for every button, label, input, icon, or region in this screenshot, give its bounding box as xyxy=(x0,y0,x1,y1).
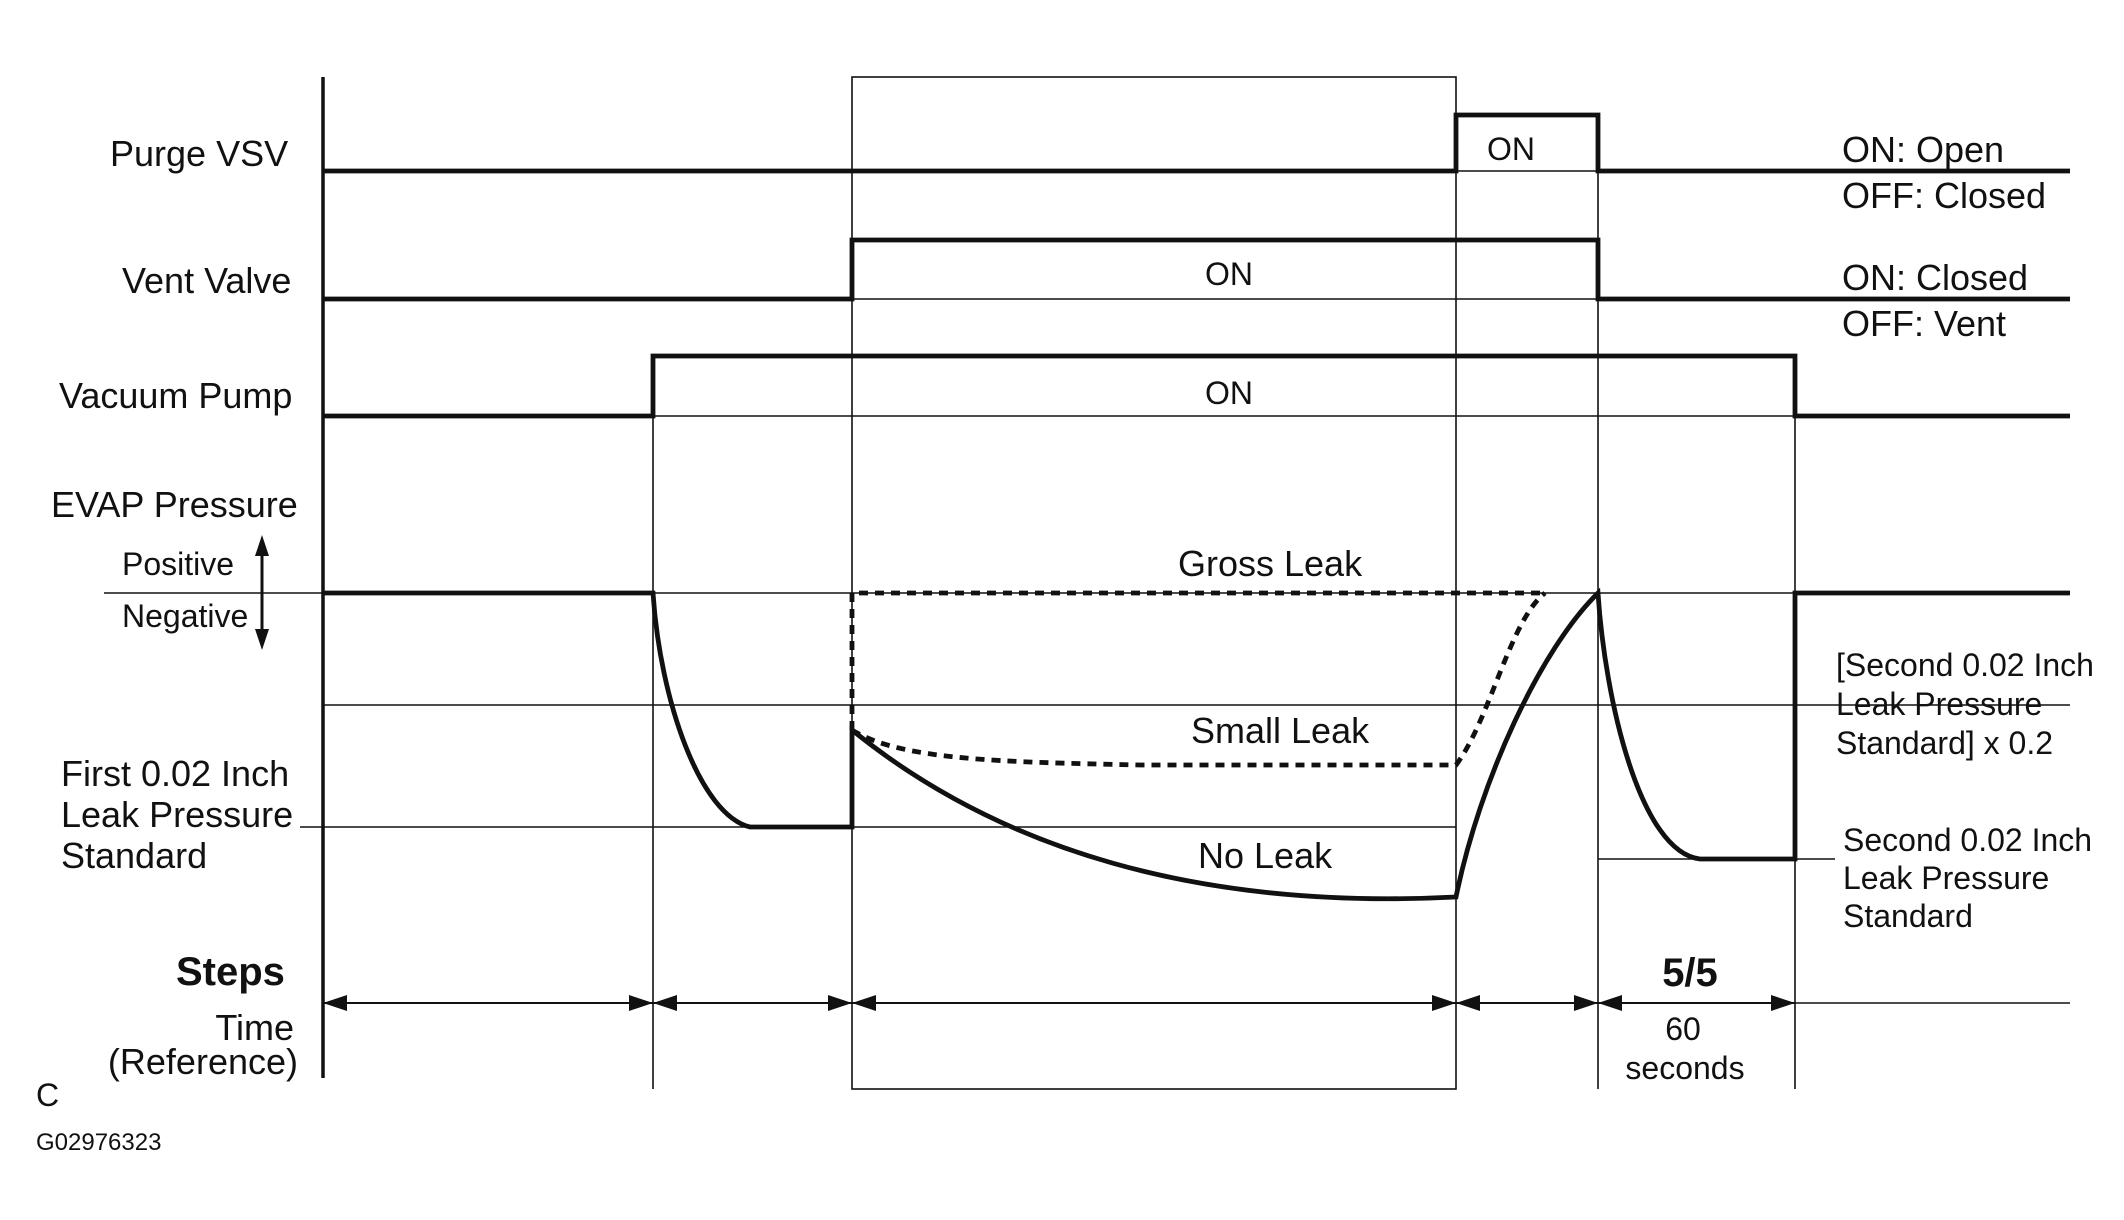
steps-label: Steps xyxy=(176,950,285,994)
purge-vsv-label: Purge VSV xyxy=(110,133,288,174)
vacuum-pump-trace xyxy=(323,353,2070,419)
vent-valve-label: Vent Valve xyxy=(122,260,291,301)
positive-label: Positive xyxy=(122,546,234,582)
step-3-box xyxy=(851,76,1457,1090)
no-leak-label: No Leak xyxy=(1198,835,1333,876)
second-standard-line2: Leak Pressure xyxy=(1843,860,2049,896)
gross-leak-label: Gross Leak xyxy=(1178,543,1363,584)
pressure-no-leak-curve xyxy=(323,587,2070,902)
first-standard-label-line3: Standard xyxy=(61,835,207,876)
step-4-arrow xyxy=(1456,995,1598,1011)
first-standard-label-line1: First 0.02 Inch xyxy=(61,753,289,794)
first-standard-label-line2: Leak Pressure xyxy=(61,794,293,835)
vent-on-label: ON xyxy=(1205,256,1253,292)
negative-label: Negative xyxy=(122,598,248,634)
step-2-arrow xyxy=(653,995,852,1011)
vent-legend-off: OFF: Vent xyxy=(1842,303,2006,344)
figure-corner-letter: C xyxy=(36,1077,59,1113)
time-axis xyxy=(323,995,2070,1011)
purge-legend-off: OFF: Closed xyxy=(1842,175,2046,216)
pump-on-label: ON xyxy=(1205,375,1253,411)
figure-code: G02976323 xyxy=(36,1129,161,1156)
step-3-arrow xyxy=(852,995,1456,1011)
step-5-arrow xyxy=(1598,995,1795,1011)
duration-value: 60 xyxy=(1665,1011,1701,1047)
second-standard-x02-line1: [Second 0.02 Inch xyxy=(1836,647,2094,683)
duration-unit: seconds xyxy=(1625,1050,1744,1086)
second-standard-line3: Standard xyxy=(1843,898,1973,934)
evap-pressure-label: EVAP Pressure xyxy=(51,484,298,525)
time-label-line1: Time xyxy=(215,1007,294,1048)
second-standard-x02-line2: Leak Pressure xyxy=(1836,686,2042,722)
second-standard-line1: Second 0.02 Inch xyxy=(1843,822,2092,858)
time-label-line2: (Reference) xyxy=(108,1041,298,1082)
pos-neg-arrow xyxy=(255,535,269,650)
grid-lines xyxy=(104,76,2070,1090)
pressure-gross-leak-curve xyxy=(849,590,1540,730)
current-step-label: 5/5 xyxy=(1662,951,1718,995)
step-1-arrow xyxy=(323,995,653,1011)
second-standard-x02-line3: Standard] x 0.2 xyxy=(1836,725,2053,761)
small-leak-label: Small Leak xyxy=(1191,710,1370,751)
vent-legend-on: ON: Closed xyxy=(1842,257,2028,298)
vent-valve-trace xyxy=(323,237,2070,302)
purge-legend-on: ON: Open xyxy=(1842,129,2004,170)
pressure-small-leak-curve xyxy=(850,591,1547,768)
vacuum-pump-label: Vacuum Pump xyxy=(59,375,292,416)
purge-on-label: ON xyxy=(1487,131,1535,167)
purge-vsv-trace xyxy=(323,112,2070,174)
